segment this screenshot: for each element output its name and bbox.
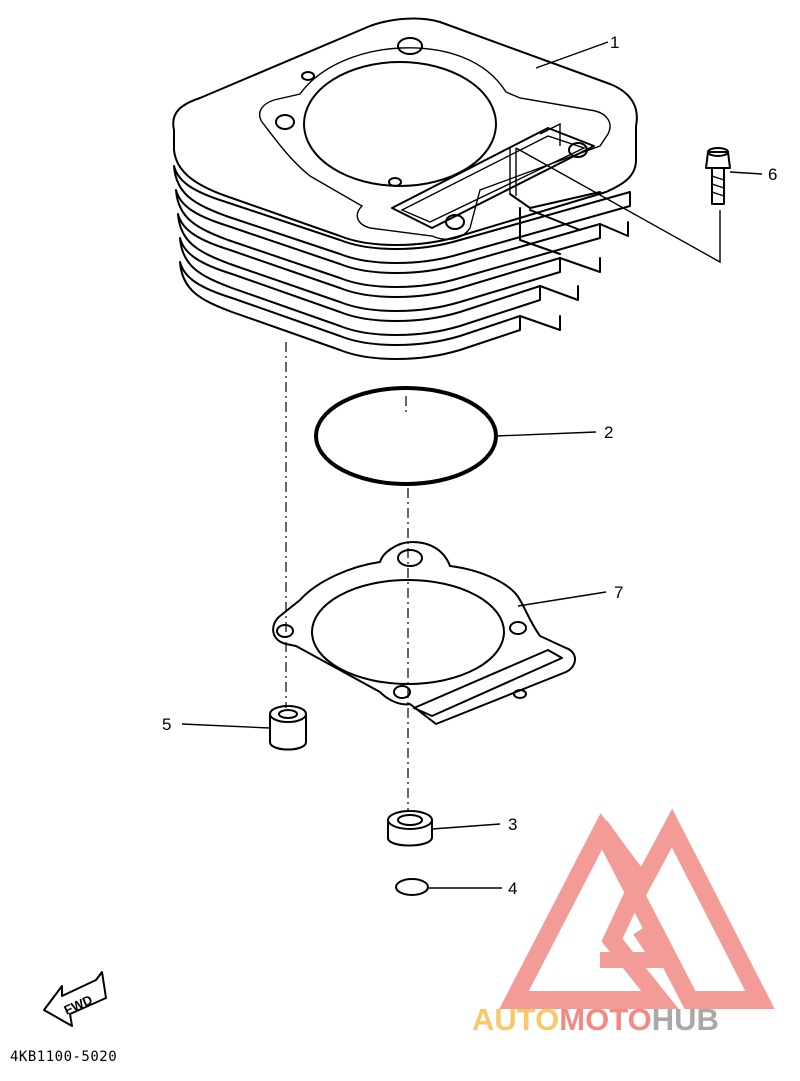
callout-6: 6 (768, 165, 777, 184)
watermark-hub: HUB (652, 1002, 719, 1037)
assembly-centerlines (285, 147, 721, 810)
callout-2: 2 (604, 423, 613, 442)
callout-4: 4 (508, 879, 517, 898)
cylinder-block (172, 17, 638, 360)
small-o-ring (395, 878, 429, 896)
dowel-pin-small (269, 705, 307, 751)
automotohub-logo (499, 808, 775, 1009)
watermark-moto: MOTO (559, 1002, 651, 1037)
fwd-label: FWD (62, 992, 95, 1018)
watermark-text: AUTOMOTOHUB (472, 1002, 719, 1037)
bolt (705, 147, 731, 205)
watermark-auto: AUTO (472, 1002, 559, 1037)
forward-arrow-icon: FWD (43, 971, 107, 1027)
callout-1: 1 (610, 33, 619, 52)
callout-5: 5 (162, 715, 171, 734)
callout-7: 7 (614, 583, 623, 602)
leader-lines (181, 41, 763, 889)
callout-3: 3 (508, 815, 517, 834)
dowel-pin-large (387, 810, 433, 847)
diagram-part-number: 4KB1100-5020 (10, 1049, 117, 1065)
cylinder-base-gasket (272, 541, 576, 725)
